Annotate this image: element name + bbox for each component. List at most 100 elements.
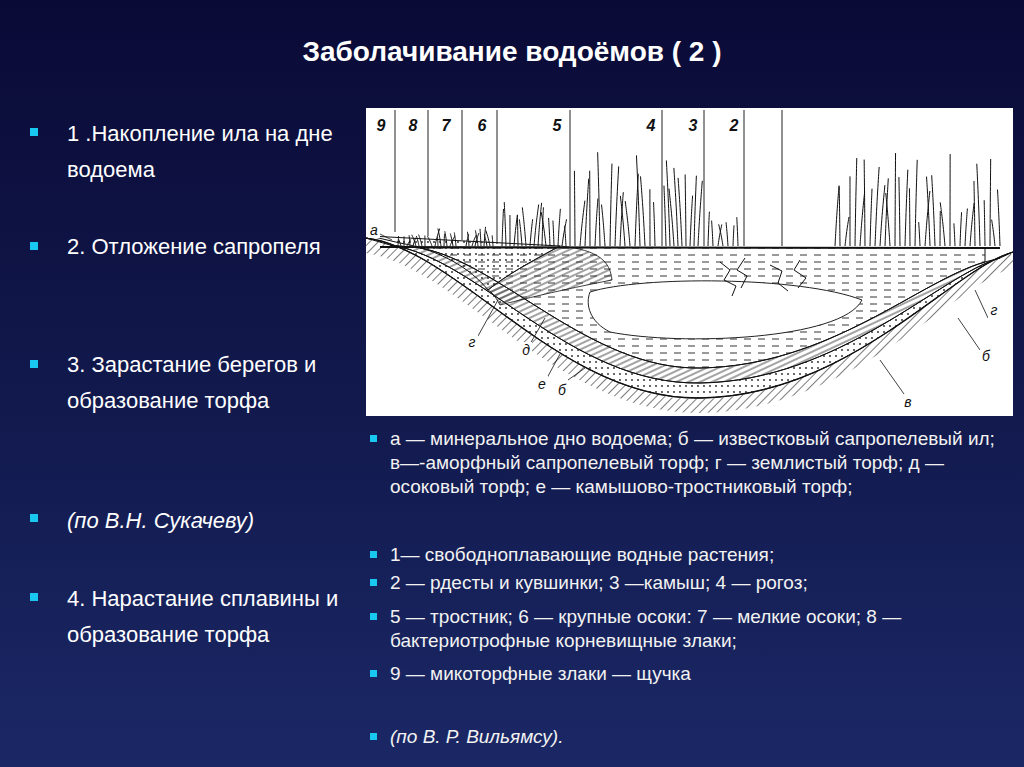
layer-letter: в <box>902 394 914 410</box>
reed-stroke <box>620 196 625 246</box>
reed-stroke <box>509 215 510 246</box>
reed-stroke <box>965 209 967 246</box>
legend-text: а — минеральное дно водоема; б — известк… <box>390 427 1010 499</box>
reed-stroke <box>905 170 908 246</box>
reed-stroke <box>839 186 841 246</box>
reed-stroke <box>450 234 453 246</box>
reed-stroke <box>654 202 655 246</box>
reed-stroke <box>562 219 567 246</box>
reed-stroke <box>915 160 917 246</box>
callout-number: 2 <box>726 116 742 136</box>
reed-stroke <box>932 175 935 246</box>
reed-stroke <box>574 171 576 246</box>
layer-letter: б <box>980 348 992 364</box>
reed-stroke <box>595 198 598 246</box>
reed-stroke <box>480 229 482 246</box>
reed-stroke <box>649 189 650 246</box>
bullet-text: (по В.Н. Сукачеву) <box>67 503 347 539</box>
reed-stroke <box>712 221 713 246</box>
cross-section <box>366 110 1013 406</box>
reed-stroke <box>960 212 962 246</box>
reed-stroke <box>698 181 702 246</box>
layer-letter: а <box>368 222 380 238</box>
callout-number: 3 <box>685 116 701 136</box>
reed-stroke <box>625 201 630 246</box>
reed-stroke <box>678 178 682 246</box>
bullet-text: 1 .Накопление ила на дне водоема <box>67 116 347 188</box>
reed-stroke <box>502 209 503 246</box>
layer-letter: г <box>466 334 478 350</box>
reed-stroke <box>899 177 900 246</box>
reed-stroke <box>475 230 478 246</box>
callout-number: 8 <box>405 116 421 136</box>
legend-text: 5 — тростник; 6 — крупные осоки: 7 — мел… <box>390 605 1010 653</box>
reed-stroke <box>895 153 897 246</box>
reed-stroke <box>954 223 955 246</box>
figure-panel <box>366 108 1013 416</box>
reed-stroke <box>636 155 640 246</box>
reed-stroke <box>875 167 879 246</box>
reed-stroke <box>726 222 728 246</box>
callout-number: 9 <box>373 116 389 136</box>
reed-stroke <box>404 236 405 246</box>
bullet <box>30 128 377 740</box>
reed-stroke <box>940 202 945 246</box>
reed-stroke <box>504 202 506 246</box>
reed-stroke <box>445 231 447 246</box>
reed-stroke <box>970 203 974 246</box>
reed-stroke <box>444 234 446 246</box>
reed-stroke <box>737 217 738 246</box>
reed-stroke <box>424 236 425 246</box>
reed-stroke <box>909 188 911 246</box>
reed-stroke <box>522 207 526 246</box>
reed-stroke <box>589 171 590 246</box>
reed-stroke <box>855 158 857 246</box>
reed-stroke <box>992 220 995 246</box>
bullet-text: 3. Зарастание берегов и образование торф… <box>67 347 347 419</box>
reed-stroke <box>886 193 890 246</box>
reed-stroke <box>558 209 560 246</box>
reed-stroke <box>864 160 866 246</box>
reed-stroke <box>666 160 670 246</box>
reed-stroke <box>549 218 550 246</box>
reed-stroke <box>835 186 839 246</box>
legend-text: (по В. Р. Вильямсу). <box>390 725 1010 749</box>
callout-number: 6 <box>474 116 490 136</box>
bullet-text: 2. Отложение сапропеля <box>67 229 347 265</box>
reed-stroke <box>733 225 734 246</box>
reed-stroke <box>880 185 885 246</box>
reed-stroke <box>849 176 850 246</box>
reed-stroke <box>484 234 487 246</box>
layer-letter: б <box>556 382 568 398</box>
reed-stroke <box>615 166 619 246</box>
reed-stroke <box>685 174 687 246</box>
reed-stroke <box>416 236 419 246</box>
slide-title: Заболачивание водоёмов ( 2 ) <box>0 36 1024 68</box>
reed-stroke <box>870 189 872 246</box>
reed-stroke <box>412 235 416 246</box>
layer-letter: д <box>520 342 532 358</box>
reed-stroke <box>708 212 709 246</box>
reed-stroke <box>486 231 490 246</box>
reed-stroke <box>919 222 920 246</box>
reed-stroke <box>398 239 401 246</box>
reed-stroke <box>514 215 517 246</box>
reed-stroke <box>610 164 612 246</box>
reed-stroke <box>565 226 566 246</box>
reed-stroke <box>580 201 585 246</box>
reed-stroke <box>641 176 645 246</box>
reed-stroke <box>438 228 441 246</box>
reed-stroke <box>950 154 951 246</box>
callout-number: 7 <box>438 116 454 136</box>
reed-stroke <box>519 219 522 246</box>
reed-stroke <box>669 189 674 246</box>
reed-stroke <box>468 232 469 246</box>
reed-stroke <box>998 190 1000 246</box>
reed-stroke <box>602 205 605 246</box>
reed-stroke <box>419 235 422 246</box>
reed-stroke <box>664 186 666 246</box>
reed-stroke <box>585 179 589 246</box>
reed-stroke <box>674 168 678 246</box>
reed-stroke <box>990 159 992 246</box>
